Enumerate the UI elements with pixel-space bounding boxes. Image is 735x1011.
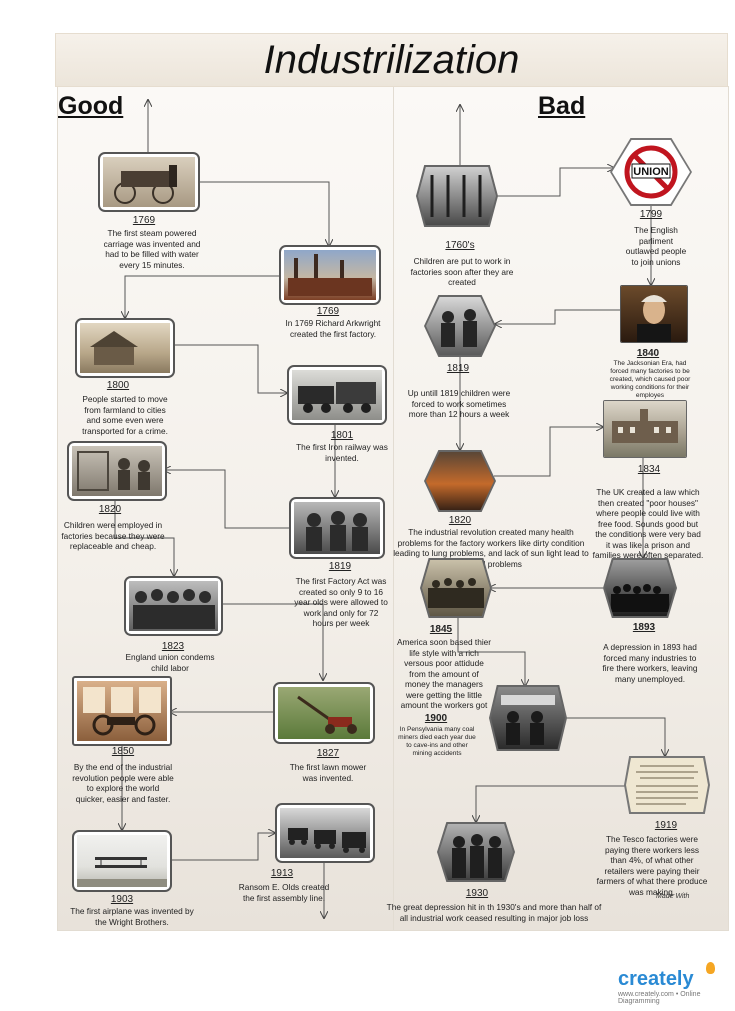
rich-vs-poor-image — [420, 558, 492, 618]
good-1769b-text: In 1769 Richard Arkwright created the fi… — [285, 318, 381, 339]
arrow-1819-1820 — [164, 470, 289, 529]
coal-miners-image — [489, 685, 567, 751]
child-labor-1819-image — [424, 295, 496, 357]
bad-1760-year: 1760's — [445, 240, 475, 251]
arrow-1760-1799 — [491, 168, 614, 197]
bad-heading: Bad — [538, 92, 586, 120]
union-sign-text: UNION — [633, 166, 669, 178]
bad-1893-year: 1893 — [632, 622, 656, 633]
bad-1900-year: 1900 — [424, 713, 448, 724]
good-1823-text: England union condems child labor — [125, 652, 215, 673]
good-1801-year: 1801 — [330, 430, 354, 441]
bad-1799-year: 1799 — [639, 209, 663, 220]
arrow-1769b-1800 — [125, 275, 279, 318]
poor-house-image — [603, 400, 687, 458]
bad-1930-text: The great depression hit in th 1930's an… — [386, 902, 602, 923]
tesco-document-image — [624, 756, 710, 814]
arrow-1840-1819 — [495, 309, 620, 324]
good-1820-text: Children were employed in factories beca… — [61, 520, 165, 551]
creately-wordmark: creately — [618, 968, 694, 990]
bad-1900-text: In Pensylvania many coal miners died eac… — [398, 726, 476, 757]
bad-1834-year: 1834 — [637, 464, 661, 475]
creately-tagline: www.creately.com • Online Diagramming — [618, 991, 701, 1005]
made-with-label: Made With — [656, 893, 690, 900]
bad-1834-text: The UK created a law which then created … — [592, 487, 704, 560]
bad-1845-text: America soon based thier life style with… — [396, 637, 492, 710]
arrow-1823-1827 — [221, 603, 323, 680]
good-1820-year: 1820 — [98, 504, 122, 515]
bad-1799-text: The English parliment outlawed people to… — [625, 225, 687, 267]
good-1823-year: 1823 — [161, 641, 185, 652]
good-1819-year: 1819 — [328, 561, 352, 572]
arrow-1800-1801 — [173, 344, 287, 393]
good-1850-text: By the end of the industrial revolution … — [72, 762, 174, 804]
good-1827-year: 1827 — [316, 748, 340, 759]
lawn-mower-image — [273, 682, 375, 744]
farmland-image — [75, 318, 175, 378]
creately-logo[interactable]: creately www.creately.com • Online Diagr… — [618, 962, 728, 1005]
good-1769a-text: The first steam powered carriage was inv… — [103, 228, 201, 270]
first-factory-image — [279, 245, 381, 305]
arrow-1919-1930 — [476, 785, 630, 822]
good-1903-year: 1903 — [110, 894, 134, 905]
bad-1893-text: A depression in 1893 had forced many ind… — [602, 642, 698, 684]
bad-1819-text: Up untill 1819 children were forced to w… — [407, 388, 511, 419]
title-bar: Industrilization — [55, 33, 728, 87]
good-1769a-year: 1769 — [132, 215, 156, 226]
bad-1840-year: 1840 — [636, 348, 660, 359]
good-heading: Good — [58, 92, 124, 120]
good-1913-year: 1913 — [270, 868, 294, 879]
good-1769b-year: 1769 — [316, 306, 340, 317]
health-problems-image — [424, 450, 496, 512]
depression-1893-image — [603, 558, 677, 618]
great-depression-image — [437, 822, 515, 882]
exploration-image — [72, 676, 172, 746]
arrow-1845-1900 — [457, 617, 525, 686]
good-1850-year: 1850 — [111, 746, 135, 757]
jackson-portrait-image — [620, 285, 688, 343]
good-1801-text: The first Iron railway was invented. — [296, 442, 388, 463]
factory-act-image — [289, 497, 385, 559]
bad-1930-year: 1930 — [465, 888, 489, 899]
arrow-1900-1919 — [561, 717, 665, 756]
airplane-image — [72, 830, 172, 892]
good-1819-text: The first Factory Act was created so onl… — [294, 576, 388, 628]
union-sign-image: UNION — [610, 138, 692, 206]
bad-1820-text: The industrial revolution created many h… — [393, 527, 589, 569]
bad-1919-text: The Tesco factories were paying there wo… — [596, 834, 708, 897]
bad-1919-year: 1919 — [654, 820, 678, 831]
assembly-line-image — [275, 803, 375, 863]
steam-carriage-image — [98, 152, 200, 212]
good-1800-text: People started to move from farmland to … — [82, 394, 168, 436]
arrow-1903-1913 — [168, 833, 275, 861]
good-1827-text: The first lawn mower was invented. — [289, 762, 367, 783]
arrow-1820-1834 — [494, 427, 603, 477]
bad-1820-year: 1820 — [448, 515, 472, 526]
child-workers-image — [67, 441, 167, 501]
good-1800-year: 1800 — [106, 380, 130, 391]
arrow-1820-1823 — [114, 497, 174, 576]
bad-1819-year: 1819 — [446, 363, 470, 374]
bad-1840-text: The Jacksonian Era, had forced many fact… — [609, 360, 691, 399]
child-labor-image — [124, 576, 223, 636]
good-1903-text: The first airplane was invented by the W… — [70, 906, 194, 927]
page-title: Industrilization — [263, 38, 520, 82]
bad-1760-text: Children are put to work in factories so… — [410, 256, 514, 287]
children-work-image — [416, 165, 498, 227]
arrow-1769-1769b — [198, 181, 329, 246]
lightbulb-icon — [706, 962, 715, 974]
bad-1845-year: 1845 — [429, 624, 453, 635]
iron-railway-image — [287, 365, 387, 425]
good-1913-text: Ransom E. Olds created the first assembl… — [238, 882, 330, 903]
